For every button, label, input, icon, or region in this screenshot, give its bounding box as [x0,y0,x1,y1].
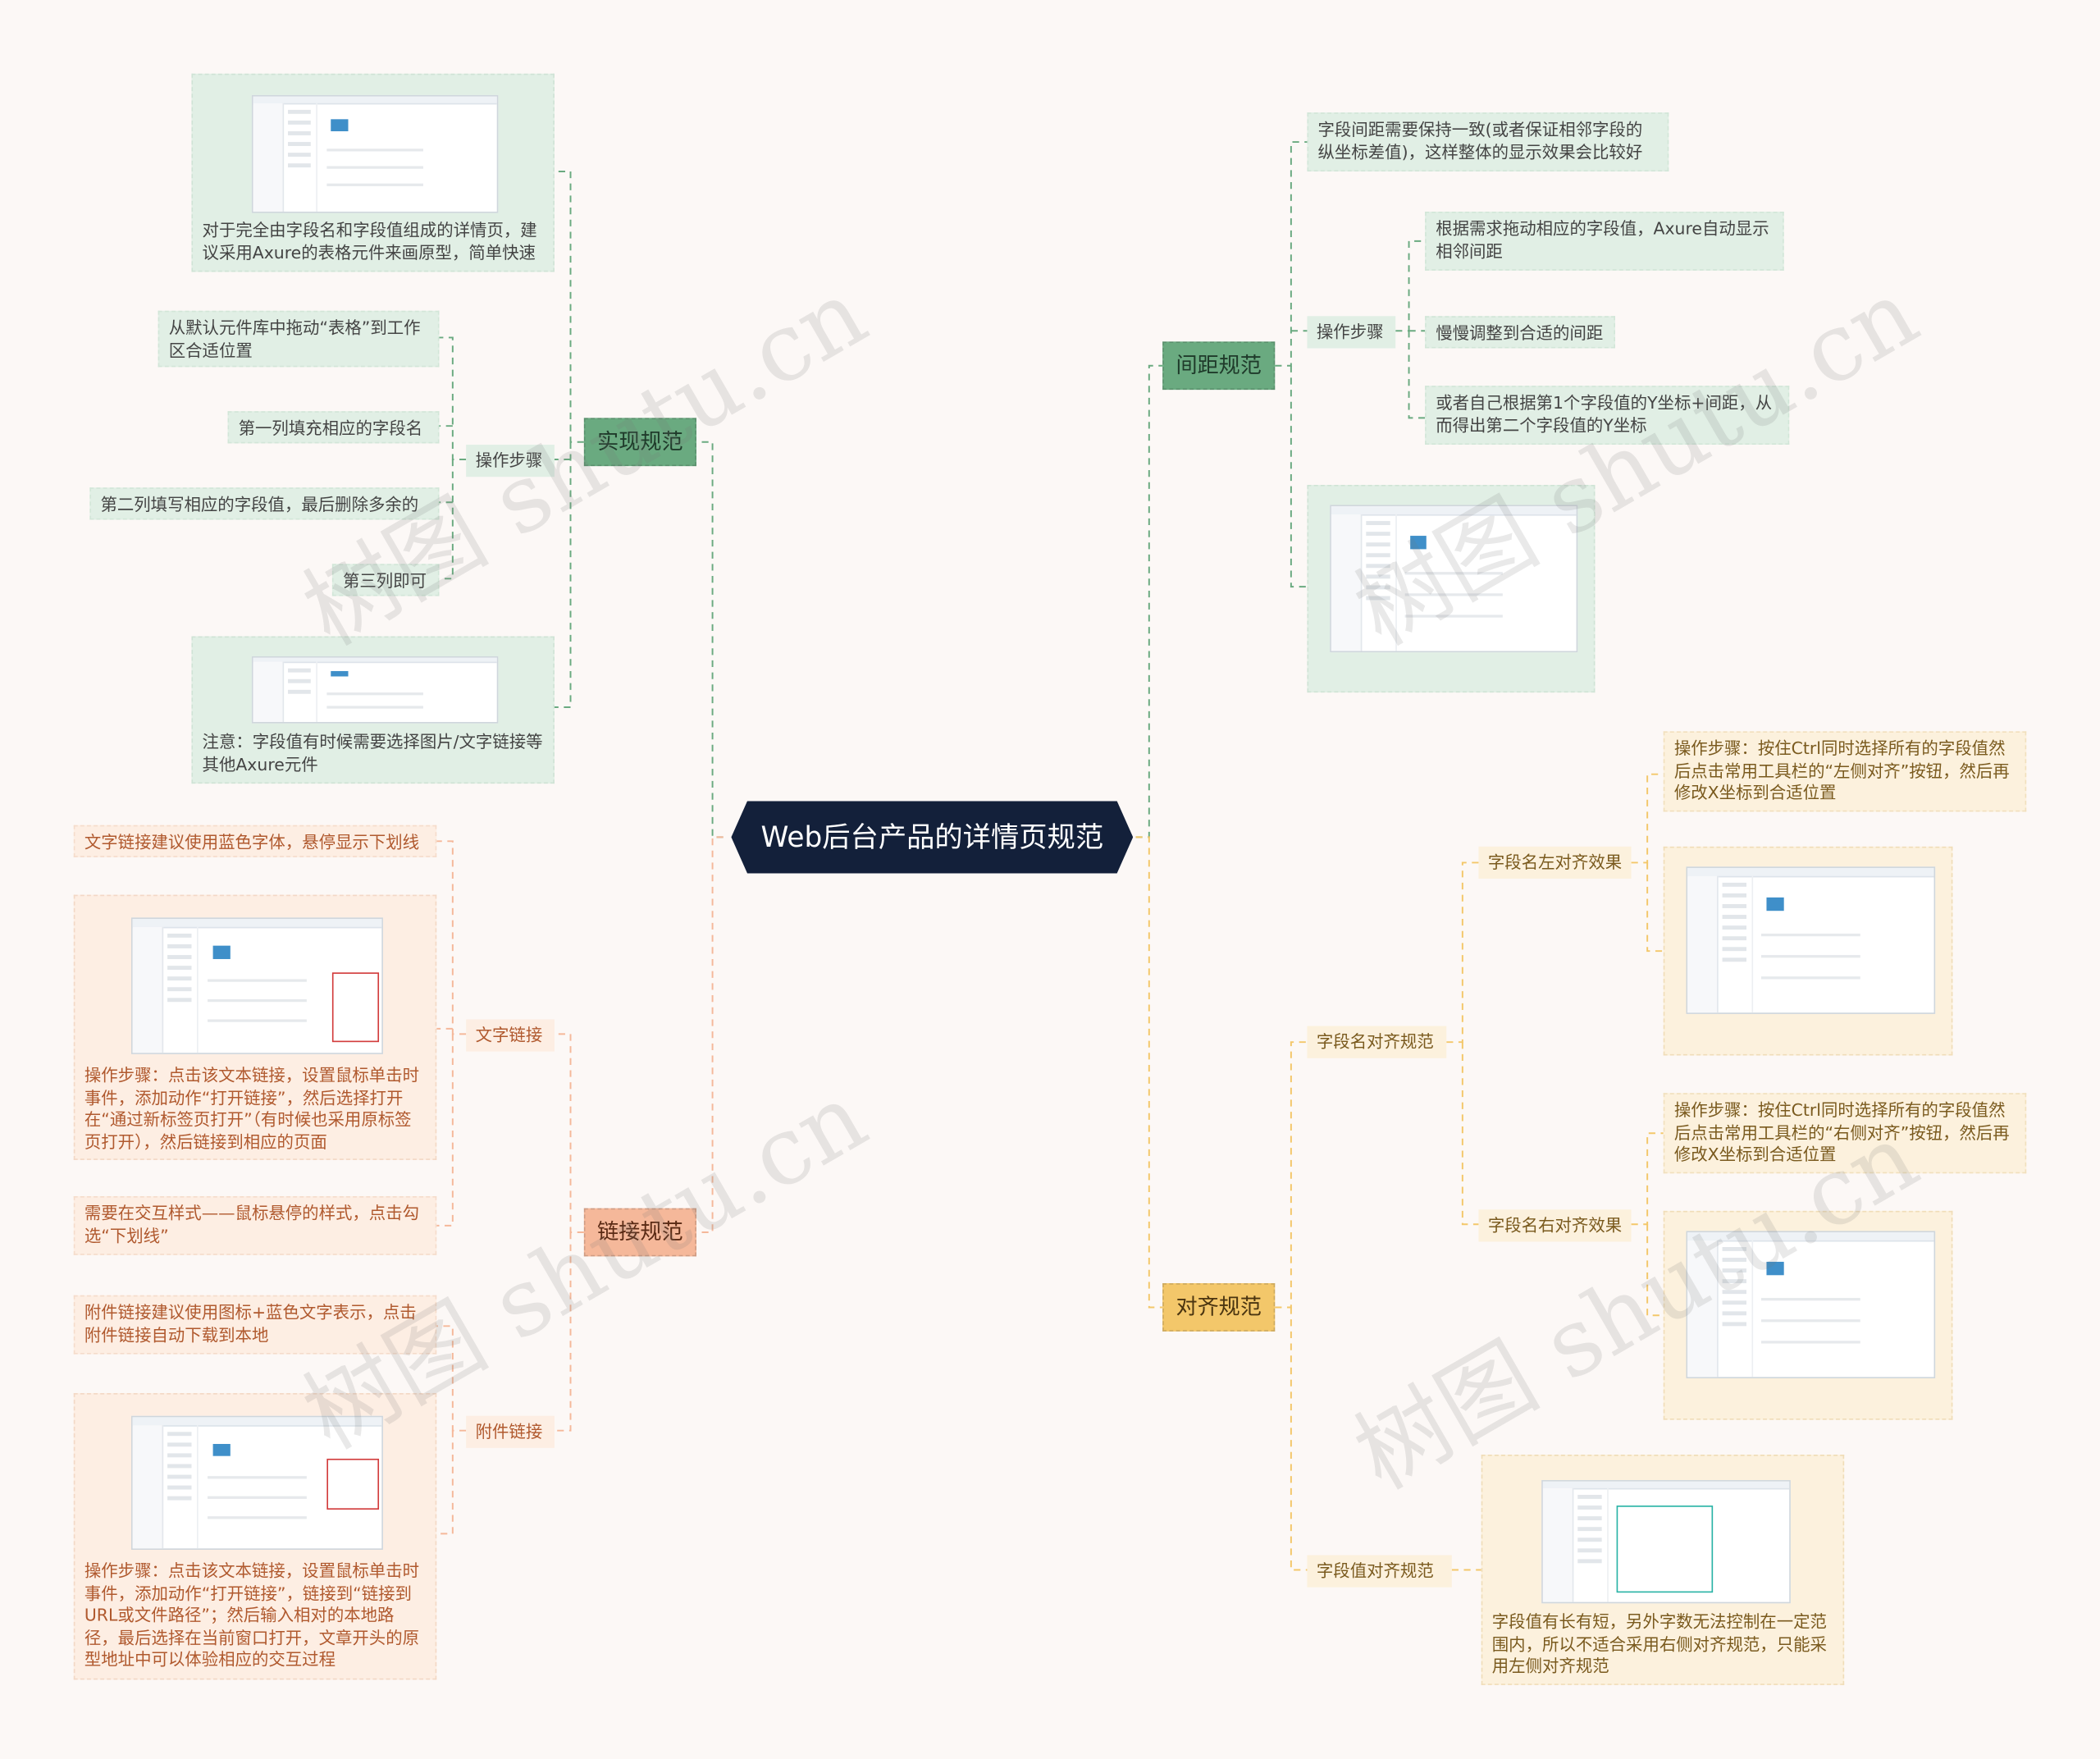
attach-link-image-card[interactable]: 操作步骤：点击该文本链接，设置鼠标单击时事件，添加动作“打开链接”，链接到“链接… [73,1392,437,1680]
value-align-label[interactable]: 字段值对齐规范 [1307,1555,1452,1588]
root-topic[interactable]: Web后台产品的详情页规范 [731,801,1134,874]
attach-link-label[interactable]: 附件链接 [466,1415,555,1448]
right-align-steps[interactable]: 操作步骤：按住Ctrl同时选择所有的字段值然后点击常用工具栏的“右侧对齐”按钮，… [1663,1093,2027,1174]
branch-align[interactable]: 对齐规范 [1162,1283,1276,1332]
right-align-label[interactable]: 字段名右对齐效果 [1478,1209,1632,1242]
impl-image-note-2: 注意：字段值有时候需要选择图片/文字链接等其他Axure元件 [202,731,543,774]
impl-step-3[interactable]: 第二列填写相应的字段值，最后删除多余的 [89,487,440,520]
left-align-image-card[interactable] [1663,846,1953,1056]
impl-steps-label[interactable]: 操作步骤 [466,445,555,477]
attach-link-steps: 操作步骤：点击该文本链接，设置鼠标单击时事件，添加动作“打开链接”，链接到“链接… [84,1560,420,1670]
spacing-step-1[interactable]: 根据需求拖动相应的字段值，Axure自动显示相邻间距 [1425,211,1784,271]
name-align-label[interactable]: 字段名对齐规范 [1307,1026,1447,1058]
text-link-label[interactable]: 文字链接 [466,1019,555,1052]
left-align-steps[interactable]: 操作步骤：按住Ctrl同时选择所有的字段值然后点击常用工具栏的“左侧对齐”按钮，… [1663,731,2027,812]
axure-screenshot [130,917,383,1054]
axure-screenshot [1541,1480,1791,1604]
left-align-label[interactable]: 字段名左对齐效果 [1478,846,1632,880]
text-link-image-card[interactable]: 操作步骤：点击该文本链接，设置鼠标单击时事件，添加动作“打开链接”，然后选择打开… [73,894,437,1160]
text-link-note[interactable]: 文字链接建议使用蓝色字体，悬停显示下划线 [73,825,437,857]
attach-link-note[interactable]: 附件链接建议使用图标+蓝色文字表示，点击附件链接自动下载到本地 [73,1295,437,1355]
branch-spacing[interactable]: 间距规范 [1162,341,1276,391]
value-align-image-card[interactable]: 字段值有长有短，另外字数无法控制在一定范围内，所以不适合采用右侧对齐规范，只能采… [1481,1455,1845,1685]
hover-style-note[interactable]: 需要在交互样式——鼠标悬停的样式，点击勾选“下划线” [73,1195,437,1255]
right-align-image-card[interactable] [1663,1210,1953,1420]
spacing-step-2[interactable]: 慢慢调整到合适的间距 [1425,316,1615,349]
spacing-steps-label[interactable]: 操作步骤 [1307,316,1396,349]
branch-impl[interactable]: 实现规范 [583,418,696,467]
impl-image-note-1: 对于完全由字段名和字段值组成的详情页，建议采用Axure的表格元件来画原型，简单… [202,219,537,263]
spacing-image-card[interactable] [1307,485,1596,693]
axure-screenshot [1330,505,1578,653]
value-align-note: 字段值有长有短，另外字数无法控制在一定范围内，所以不适合采用右侧对齐规范，只能采… [1491,1611,1827,1676]
impl-step-2[interactable]: 第一列填充相应的字段名 [227,411,440,444]
text-link-steps: 操作步骤：点击该文本链接，设置鼠标单击时事件，添加动作“打开链接”，然后选择打开… [84,1064,420,1152]
impl-step-4[interactable]: 第三列即可 [331,564,440,596]
axure-screenshot [251,94,499,213]
impl-image-card-1[interactable]: 对于完全由字段名和字段值组成的详情页，建议采用Axure的表格元件来画原型，简单… [191,73,555,272]
branch-link[interactable]: 链接规范 [583,1208,696,1257]
axure-screenshot [1686,866,1936,1014]
spacing-step-3[interactable]: 或者自己根据第1个字段值的Y坐标+间距，从而得出第二个字段值的Y坐标 [1425,386,1790,445]
impl-step-1[interactable]: 从默认元件库中拖动“表格”到工作区合适位置 [158,310,440,368]
axure-screenshot [130,1415,383,1550]
axure-screenshot [251,656,499,724]
impl-image-card-2[interactable]: 注意：字段值有时候需要选择图片/文字链接等其他Axure元件 [191,636,555,784]
spacing-note[interactable]: 字段间距需要保持一致(或者保证相邻字段的纵坐标差值)，这样整体的显示效果会比较好 [1307,112,1669,171]
axure-screenshot [1686,1231,1936,1378]
